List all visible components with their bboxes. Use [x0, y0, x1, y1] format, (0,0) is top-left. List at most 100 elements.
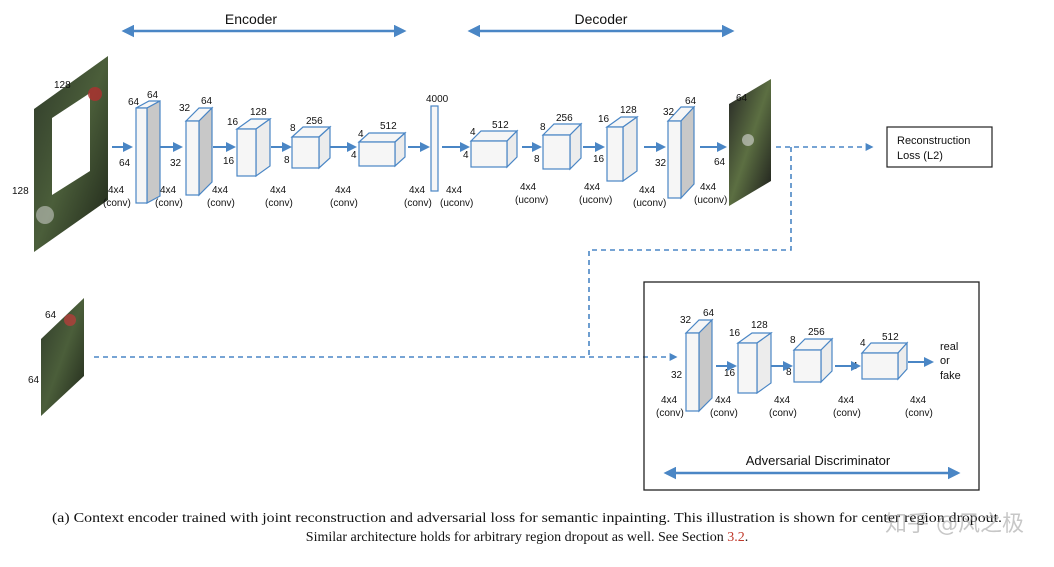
- reconstruction-loss-box: [886, 126, 993, 168]
- real-image: [41, 298, 84, 416]
- disc-block-3: [792, 337, 834, 384]
- enc5-height: 4: [358, 129, 364, 140]
- disc-block-4: [860, 341, 909, 381]
- encoder-block-2: [184, 106, 214, 197]
- encoder-label: Encoder: [225, 11, 277, 27]
- caption-line2: Similar architecture holds for arbitrary…: [306, 530, 748, 545]
- dec1-height: 4: [470, 127, 476, 138]
- dec3-op2: (uconv): [579, 195, 612, 206]
- enc3-depth: 128: [250, 107, 267, 118]
- disc3-depth: 256: [808, 327, 825, 338]
- decoder-block-2: [541, 122, 583, 171]
- dec4-height: 32: [663, 107, 675, 118]
- disc-block-2: [736, 331, 773, 395]
- enc3-width: 16: [223, 156, 235, 167]
- output-or: or: [940, 355, 950, 367]
- caption-section-ref[interactable]: 3.2: [727, 530, 745, 545]
- disc2-op2: (conv): [710, 408, 738, 419]
- enc4-width: 8: [284, 155, 290, 166]
- dec3-height: 16: [598, 114, 610, 125]
- decoder-block-4: [666, 105, 696, 200]
- encoder-block-5: [357, 131, 407, 168]
- dec4-op2: (uconv): [633, 198, 666, 209]
- dec4-op: 4x4: [639, 185, 656, 196]
- decoder-block-1: [469, 129, 519, 169]
- disc4-height: 4: [860, 338, 866, 349]
- disc3-height: 8: [790, 335, 796, 346]
- input-height-label: 128: [12, 186, 29, 197]
- dec2-height: 8: [540, 122, 546, 133]
- encoder-block-1: [135, 99, 161, 205]
- bottleneck-op: 4x4: [409, 185, 426, 196]
- disc5-op2: (conv): [905, 408, 933, 419]
- disc2-height: 16: [729, 328, 741, 339]
- watermark: 知乎 @风之极: [885, 512, 1024, 537]
- disc4-depth: 512: [882, 332, 899, 343]
- disc4-op2: (conv): [833, 408, 861, 419]
- disc5-op: 4x4: [910, 395, 927, 406]
- enc5-width: 4: [351, 150, 357, 161]
- output-fake: fake: [940, 370, 961, 382]
- output-image: [729, 79, 771, 206]
- real-image-height: 64: [28, 375, 40, 386]
- disc4-op: 4x4: [838, 395, 855, 406]
- disc1-depth: 64: [703, 308, 715, 319]
- disc3-op2: (conv): [769, 408, 797, 419]
- decoder-label: Decoder: [575, 11, 628, 27]
- bottleneck-bar: [430, 105, 439, 192]
- enc1-op: 4x4: [108, 185, 125, 196]
- discriminator-title: Adversarial Discriminator: [746, 453, 891, 468]
- enc2-op2: (conv): [155, 198, 183, 209]
- reconstruction-loss-line2: Loss (L2): [897, 150, 943, 162]
- enc4-op: 4x4: [270, 185, 287, 196]
- disc-block-1: [684, 318, 714, 413]
- enc4-op2: (conv): [265, 198, 293, 209]
- enc5-op2: (conv): [330, 198, 358, 209]
- enc3-height: 16: [227, 117, 239, 128]
- input-image-masked: [34, 56, 108, 252]
- enc1-width: 64: [119, 158, 131, 169]
- disc2-depth: 128: [751, 320, 768, 331]
- dec4-depth: 64: [685, 96, 697, 107]
- dec1-width: 4: [463, 150, 469, 161]
- dec4-width: 32: [655, 158, 667, 169]
- dec5-op2: (uconv): [694, 195, 727, 206]
- bottleneck-size: 4000: [426, 94, 449, 105]
- bottleneck-op2: (conv): [404, 198, 432, 209]
- dec3-width: 16: [593, 154, 605, 165]
- caption-line2-text: Similar architecture holds for arbitrary…: [306, 530, 727, 545]
- enc2-depth: 64: [201, 96, 213, 107]
- enc4-depth: 256: [306, 116, 323, 127]
- disc3-width: 8: [786, 367, 792, 378]
- enc4-height: 8: [290, 123, 296, 134]
- enc5-op: 4x4: [335, 185, 352, 196]
- output-real: real: [940, 341, 958, 353]
- enc1-height: 64: [128, 97, 140, 108]
- real-image-width: 64: [45, 310, 57, 321]
- dec5-op: 4x4: [700, 182, 717, 193]
- enc2-height: 32: [179, 103, 191, 114]
- dec3-op: 4x4: [584, 182, 601, 193]
- enc1-op2: (conv): [103, 198, 131, 209]
- encoder-block-4: [290, 125, 332, 170]
- output-size-label: 64: [736, 93, 748, 104]
- dec3-depth: 128: [620, 105, 637, 116]
- disc1-op: 4x4: [661, 395, 678, 406]
- disc1-width: 32: [671, 370, 683, 381]
- enc3-op: 4x4: [212, 185, 229, 196]
- enc1-depth: 64: [147, 90, 159, 101]
- input-width-label: 128: [54, 80, 71, 91]
- dec2-op2: (uconv): [515, 195, 548, 206]
- enc5-depth: 512: [380, 121, 397, 132]
- enc3-op2: (conv): [207, 198, 235, 209]
- dec2-depth: 256: [556, 113, 573, 124]
- disc3-op: 4x4: [774, 395, 791, 406]
- encoder-block-3: [235, 117, 272, 178]
- dec1-depth: 512: [492, 120, 509, 131]
- discriminator-box: [643, 281, 980, 491]
- dec1-op2: (uconv): [440, 198, 473, 209]
- disc1-op2: (conv): [656, 408, 684, 419]
- disc2-width: 16: [724, 368, 736, 379]
- caption-line1: (a) Context encoder trained with joint r…: [52, 511, 1002, 526]
